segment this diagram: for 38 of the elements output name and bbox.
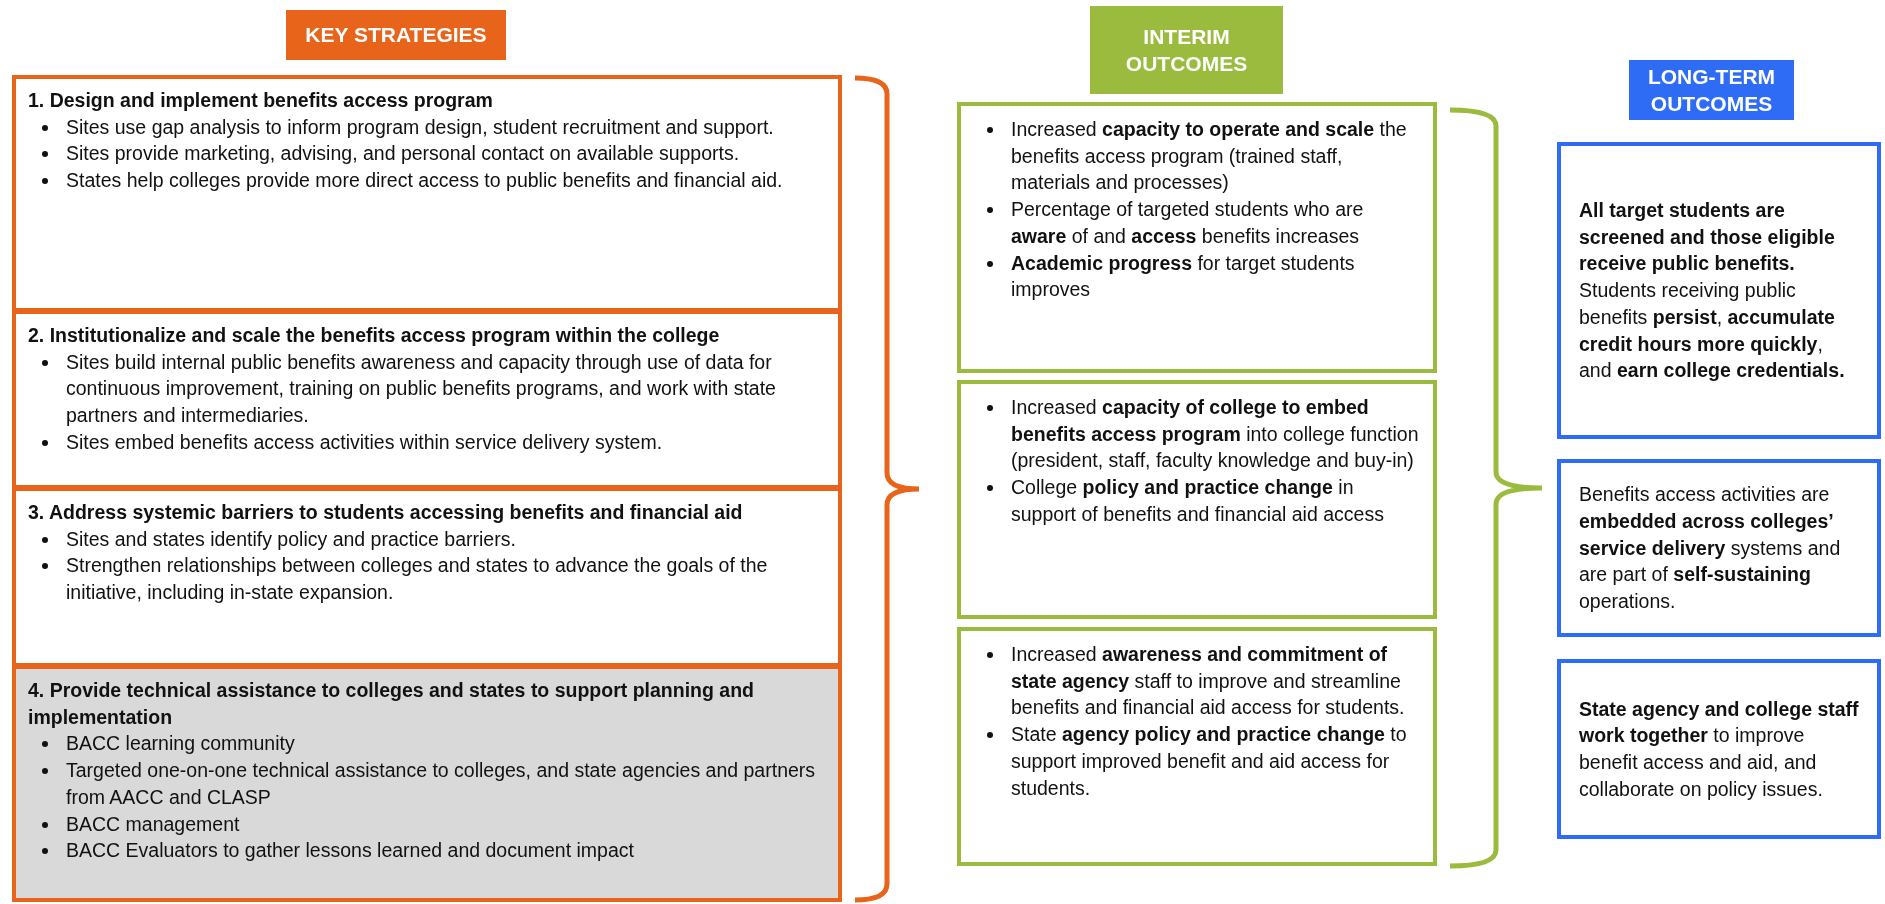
bullet-text: Increased capacity to operate and scale the benefits access program (trained staff, materials and processes)	[1011, 118, 1407, 194]
outcome-box	[1557, 659, 1881, 839]
bullet-text: Increased awareness and commitment of state agency staff to improve and streamline benefits and financial aid access for students.	[1011, 643, 1405, 719]
outcome-box	[957, 627, 1437, 866]
bullet-text: Academic progress for target students improves	[1011, 251, 1355, 301]
outcome-text: State agency and college staff work together to improve benefit access and aid, and collaborate on policy issues.	[1579, 696, 1859, 802]
box-heading: 3. Address systemic barriers to students accessing benefits and financial aid	[28, 500, 744, 525]
bullet-text: BACC learning community	[66, 732, 295, 755]
column-header: INTERIM OUTCOMES	[1090, 6, 1283, 94]
bullet-text: Sites and states identify policy and practice barriers.	[66, 527, 516, 550]
strategy-box	[12, 310, 842, 489]
box-heading: 1. Design and implement benefits access program	[28, 88, 494, 113]
outcome-box	[1557, 459, 1881, 637]
box-heading: 2. Institutionalize and scale the benefits access program within the college	[28, 323, 721, 348]
outcome-text: Benefits access activities are embedded across colleges’ service delivery systems and are part of self-sustaining operations.	[1579, 482, 1842, 615]
box-heading: 4. Provide technical assistance to colleges and states to support planning and implementation	[28, 678, 755, 730]
bullet-text: Sites use gap analysis to inform program design, student recruitment and support.	[66, 115, 774, 138]
column-header: KEY STRATEGIES	[286, 10, 506, 60]
bullet-text: College policy and practice change in support of benefits and financial aid access	[1011, 476, 1384, 525]
bullet-text: Sites provide marketing, advising, and personal contact on available supports.	[66, 142, 740, 165]
bullet-text: State agency policy and practice change to support improved benefit and aid access for students.	[1011, 723, 1407, 799]
column-header: LONG-TERM OUTCOMES	[1629, 60, 1794, 120]
bullet-text: States help colleges provide more direct access to public benefits and financial aid.	[66, 169, 783, 192]
strategy-box	[12, 75, 842, 312]
bullet-text: Sites embed benefits access activities within service delivery system.	[66, 430, 663, 453]
outcome-text: Students receiving public benefits persist, accumulate credit hours more quickly, and earn college credentials.	[1579, 278, 1846, 384]
outcome-box	[1557, 142, 1881, 439]
outcome-box	[957, 380, 1437, 619]
outcome-box	[957, 102, 1437, 373]
bullet-text: Strengthen relationships between colleges and states to advance the goals of the initiative, including in-state expansion.	[66, 554, 768, 604]
bullet-text: Increased capacity of college to embed benefits access program into college function (president, staff, faculty knowledge and buy-in)	[1011, 396, 1419, 472]
outcome-text: All target students are screened and those eligible receive public benefits.	[1579, 198, 1836, 277]
bullet-text: BACC Evaluators to gather lessons learned and document impact	[66, 839, 634, 862]
strategy-box	[12, 665, 842, 902]
bullet-text: BACC management	[66, 812, 240, 835]
bullet-text: Targeted one-on-one technical assistance to colleges, and state agencies and partners from AACC and CLASP	[66, 759, 816, 808]
bullet-text: Sites build internal public benefits awareness and capacity through use of data for continuous improvement, training on public benefits programs, and work with state partners and intermediaries.	[66, 350, 776, 427]
strategy-box	[12, 487, 842, 667]
